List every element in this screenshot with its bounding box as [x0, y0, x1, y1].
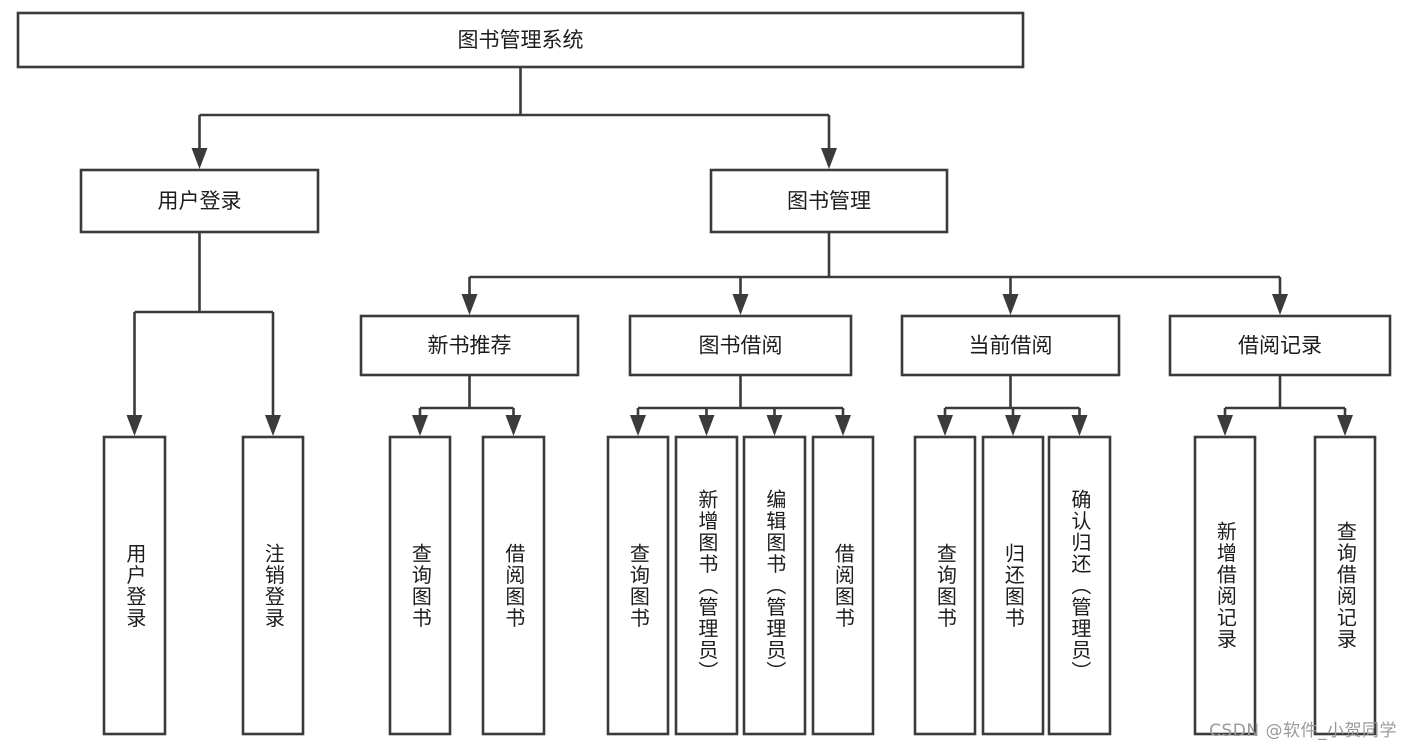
node-box-leaf-user-logout[interactable]	[241, 435, 305, 736]
arrow-head-icon	[191, 148, 208, 169]
node-box-newbook[interactable]	[359, 314, 580, 377]
watermark: CSDN @软件_小贺同学	[1209, 721, 1397, 741]
arrow-head-icon	[732, 294, 749, 315]
node-box-leaf-borrow-do[interactable]	[811, 435, 875, 736]
node-box-leaf-borrow-add[interactable]	[674, 435, 739, 736]
node-box-leaf-rec-add[interactable]	[1193, 435, 1257, 736]
arrow-head-icon	[265, 415, 281, 436]
node-box-leaf-borrow-query[interactable]	[606, 435, 670, 736]
node-box-leaf-user-login[interactable]	[102, 435, 167, 736]
node-box-leaf-borrow-edit[interactable]	[742, 435, 807, 736]
node-box-leaf-cur-query[interactable]	[913, 435, 977, 736]
node-box-current[interactable]	[900, 314, 1121, 377]
arrow-head-icon	[1005, 415, 1021, 436]
node-box-records[interactable]	[1168, 314, 1392, 377]
node-label-root: 图书管理系统	[458, 28, 584, 52]
node-label-login: 用户登录	[158, 189, 242, 213]
node-box-leaf-new-query[interactable]	[388, 435, 452, 736]
node-label-borrow: 图书借阅	[699, 334, 783, 358]
node-box-leaf-rec-query[interactable]	[1313, 435, 1377, 736]
arrow-head-icon	[937, 415, 953, 436]
arrow-head-icon	[412, 415, 428, 436]
node-box-login[interactable]	[79, 168, 320, 234]
arrow-head-icon	[1337, 415, 1353, 436]
arrow-head-icon	[1071, 415, 1088, 436]
node-box-leaf-cur-confirm[interactable]	[1047, 435, 1112, 736]
node-box-leaf-cur-return[interactable]	[981, 435, 1045, 736]
node-box-leaf-new-borrow[interactable]	[481, 435, 546, 736]
node-label-current: 当前借阅	[969, 334, 1053, 358]
arrow-head-icon	[461, 294, 478, 315]
arrow-head-icon	[630, 415, 646, 436]
node-box-bookmgmt[interactable]	[709, 168, 949, 234]
edges-layer	[126, 67, 1353, 436]
node-label-records: 借阅记录	[1238, 334, 1322, 358]
arrow-head-icon	[766, 415, 783, 436]
arrow-head-icon	[1217, 415, 1233, 436]
arrow-head-icon	[821, 148, 837, 169]
arrow-head-icon	[1002, 294, 1019, 315]
arrow-head-icon	[505, 415, 522, 436]
arrow-head-icon	[126, 415, 143, 436]
node-box-root[interactable]	[16, 11, 1025, 69]
node-label-bookmgmt: 图书管理	[787, 189, 871, 213]
arrow-head-icon	[835, 415, 851, 436]
boxes-layer	[16, 11, 1392, 736]
node-label-newbook: 新书推荐	[428, 334, 512, 358]
arrow-head-icon	[698, 415, 715, 436]
arrow-head-icon	[1272, 294, 1288, 315]
node-box-borrow[interactable]	[628, 314, 853, 377]
